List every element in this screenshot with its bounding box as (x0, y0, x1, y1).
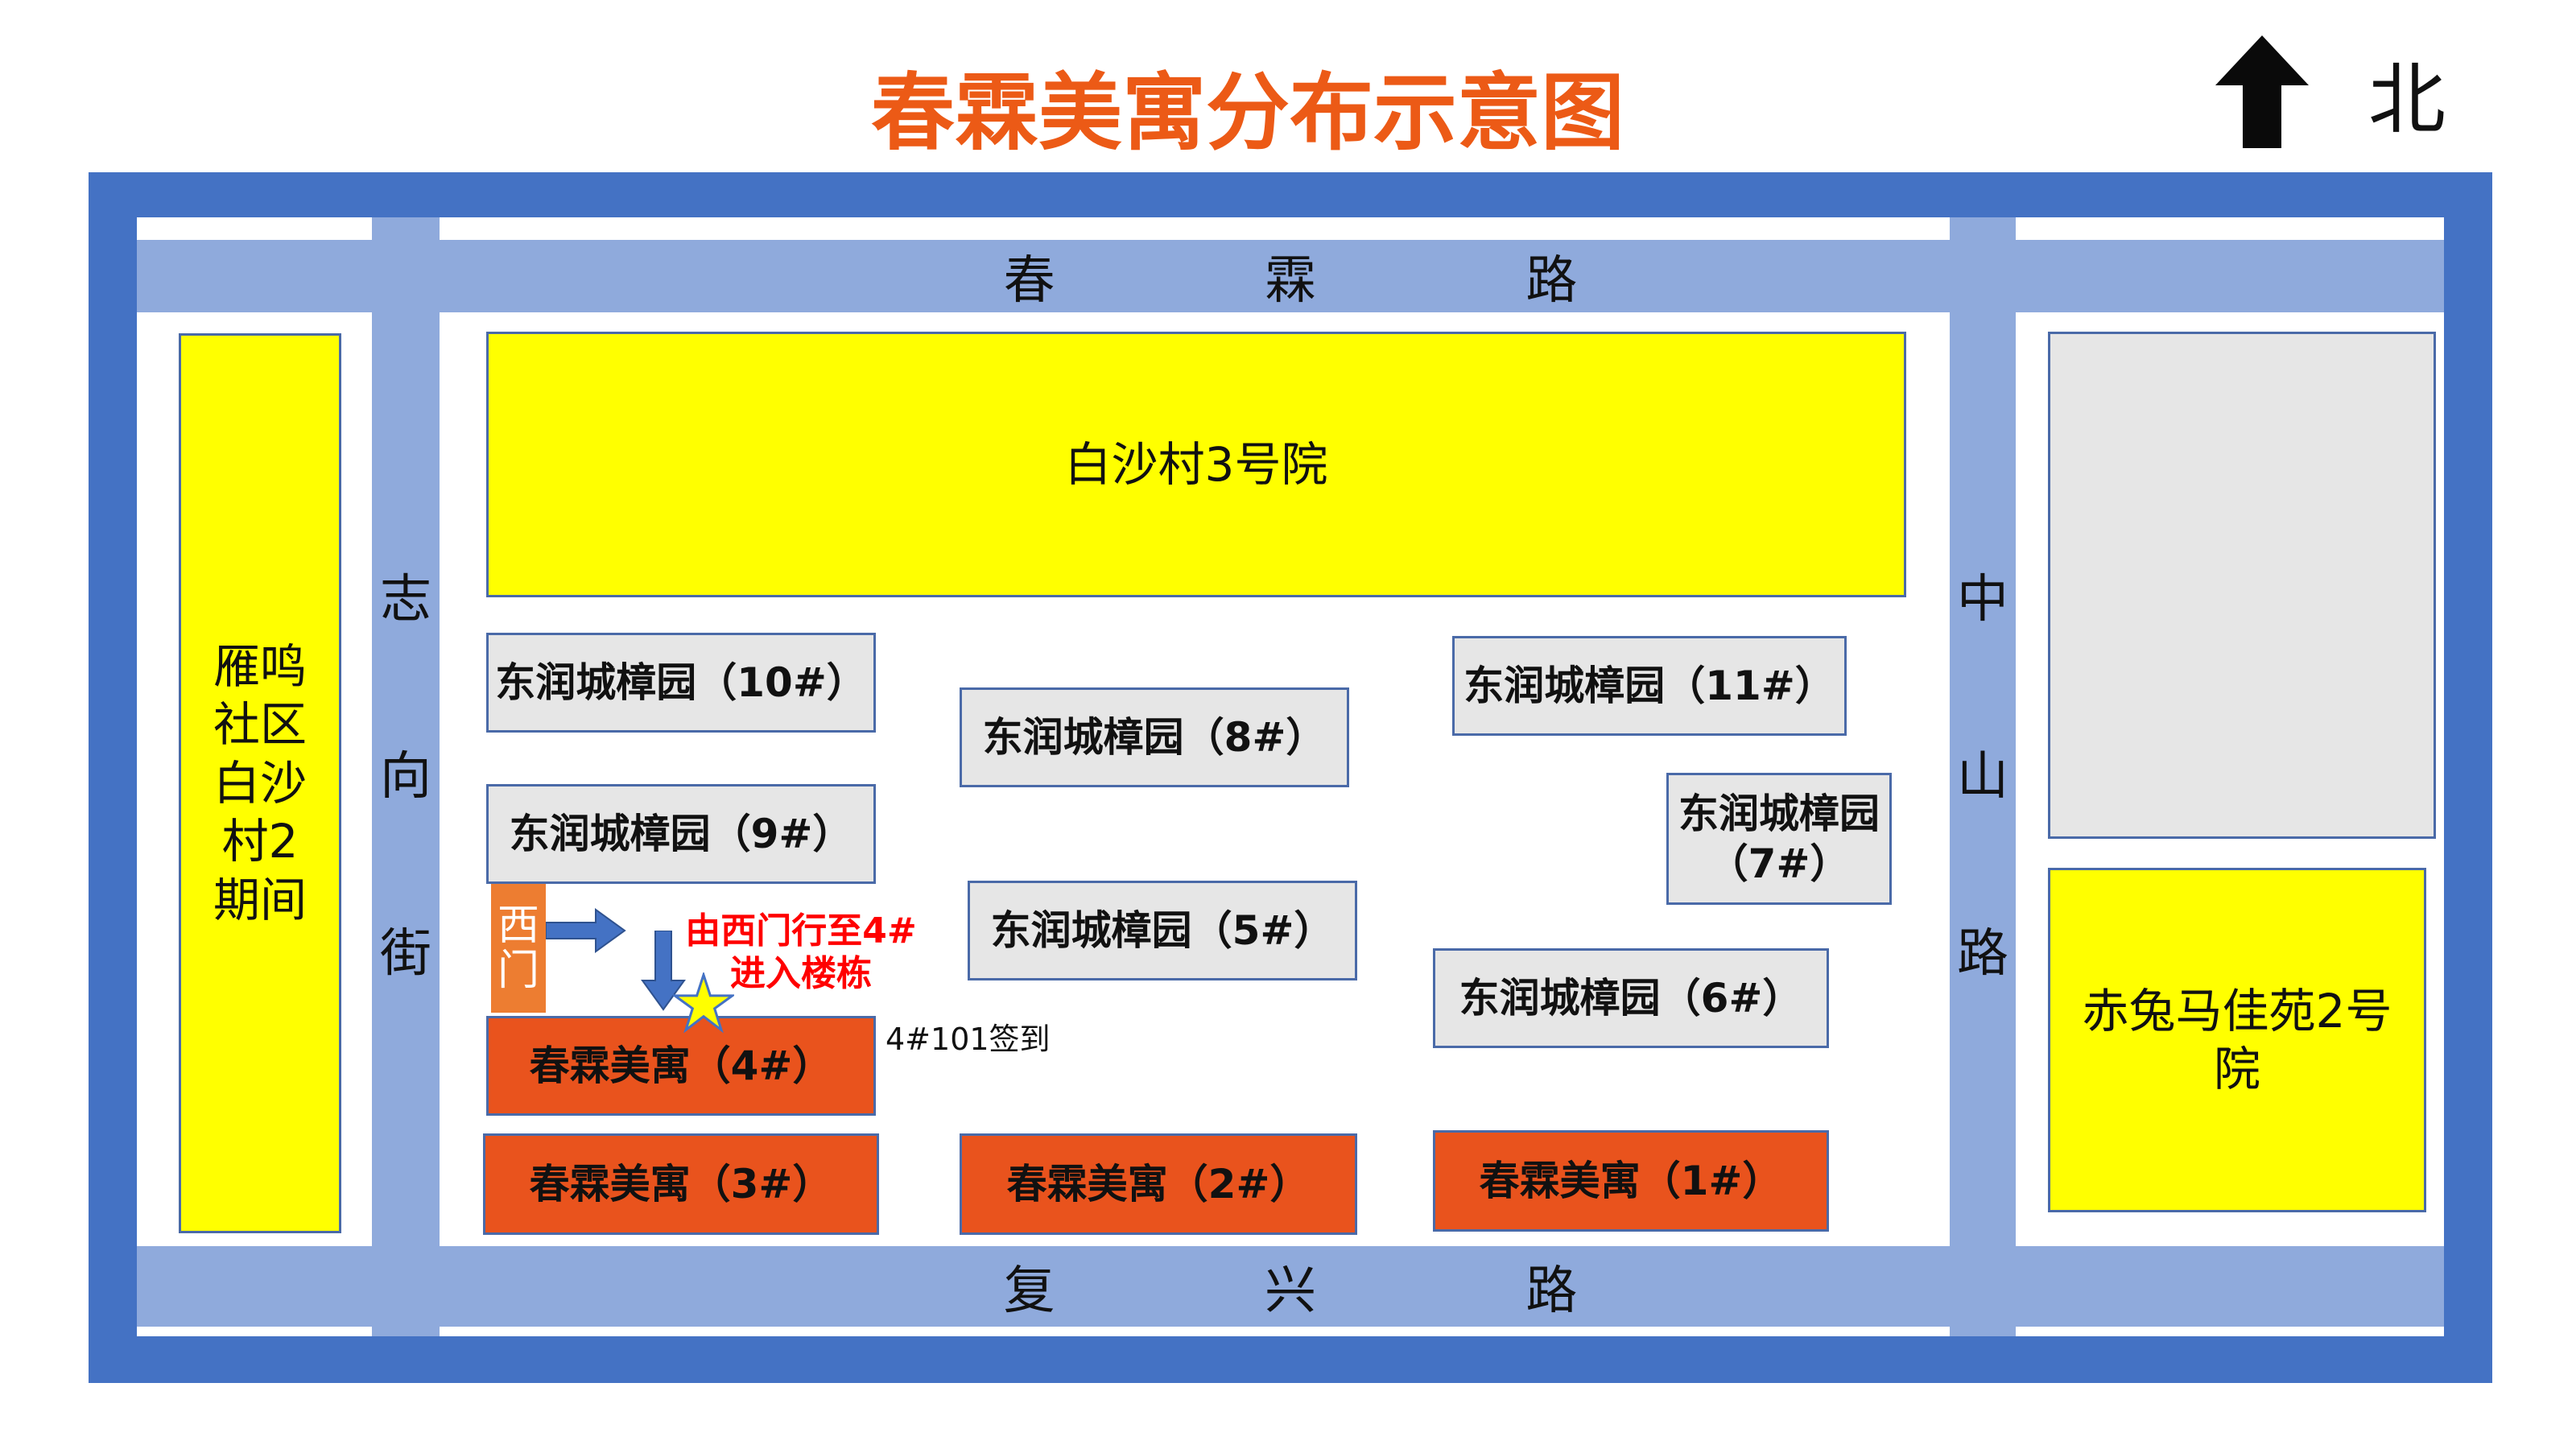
building-dongrun-9: 东润城樟园（9#） (486, 784, 876, 884)
north-arrow-icon (2215, 35, 2309, 148)
road-zhixiang: 志 向 街 (372, 217, 440, 1336)
road-zhixiang-label: 志 向 街 (380, 570, 431, 984)
road-zhongshan: 中 山 路 (1950, 217, 2016, 1336)
block-unlabeled-gray (2048, 332, 2436, 839)
signin-note: 4#101签到 (886, 1021, 1051, 1057)
road-zhongshan-label: 中 山 路 (1957, 570, 2008, 984)
building-dongrun-6-label: 东润城樟园（6#） (1459, 974, 1803, 1022)
block-yanming-label: 雁鸣 社区 白沙 村2 期间 (213, 638, 307, 927)
building-dongrun-10: 东润城樟园（10#） (486, 633, 876, 733)
block-yanming-community: 雁鸣 社区 白沙 村2 期间 (179, 333, 341, 1233)
route-arrow-right-icon (546, 908, 626, 953)
block-chitu-jiayuan: 赤兔马佳苑2号 院 (2048, 868, 2426, 1212)
building-chunlin-2: 春霖美寓（2#） (960, 1133, 1357, 1235)
building-dongrun-5: 东润城樟园（5#） (968, 881, 1357, 980)
building-chunlin-2-label: 春霖美寓（2#） (1006, 1160, 1311, 1208)
building-chunlin-1-label: 春霖美寓（1#） (1479, 1157, 1783, 1204)
building-dongrun-8-label: 东润城樟园（8#） (982, 713, 1327, 761)
block-baishacun-3: 白沙村3号院 (486, 332, 1906, 597)
building-dongrun-11: 东润城樟园（11#） (1452, 636, 1847, 736)
building-dongrun-5-label: 东润城樟园（5#） (990, 906, 1335, 954)
block-chitu-label: 赤兔马佳苑2号 院 (2082, 983, 2392, 1097)
west-gate-label: 西 门 (497, 901, 539, 995)
road-fuxing-label: 复 兴 路 (1003, 1261, 1578, 1321)
road-fuxing: 复 兴 路 (137, 1246, 2444, 1327)
map-title: 春霖美寓分布示意图 (870, 63, 1624, 162)
north-label: 北 (2368, 54, 2446, 145)
building-dongrun-10-label: 东润城樟园（10#） (495, 658, 867, 706)
route-instruction-text: 由西门行至4# 进入楼栋 (685, 910, 917, 994)
building-chunlin-1: 春霖美寓（1#） (1433, 1130, 1829, 1232)
building-dongrun-8: 东润城樟园（8#） (960, 687, 1349, 787)
west-gate-marker: 西 门 (491, 884, 546, 1013)
building-dongrun-11-label: 东润城樟园（11#） (1463, 662, 1835, 709)
building-chunlin-4-label: 春霖美寓（4#） (529, 1042, 833, 1089)
building-dongrun-6: 东润城樟园（6#） (1433, 948, 1829, 1048)
building-chunlin-4: 春霖美寓（4#） (486, 1016, 876, 1116)
block-baishacun-3-label: 白沙村3号院 (1064, 436, 1328, 492)
signin-star-icon (673, 972, 734, 1034)
route-instruction: 由西门行至4# 进入楼栋 (660, 908, 942, 998)
building-chunlin-3-label: 春霖美寓（3#） (529, 1160, 833, 1208)
building-chunlin-3: 春霖美寓（3#） (483, 1133, 879, 1235)
building-dongrun-9-label: 东润城樟园（9#） (509, 810, 853, 857)
building-dongrun-7: 东润城樟园 （7#） (1666, 773, 1892, 905)
building-dongrun-7-label: 东润城樟园 （7#） (1678, 790, 1880, 888)
road-chunlin: 春 霖 路 (137, 240, 2444, 312)
road-chunlin-label: 春 霖 路 (1003, 251, 1578, 311)
